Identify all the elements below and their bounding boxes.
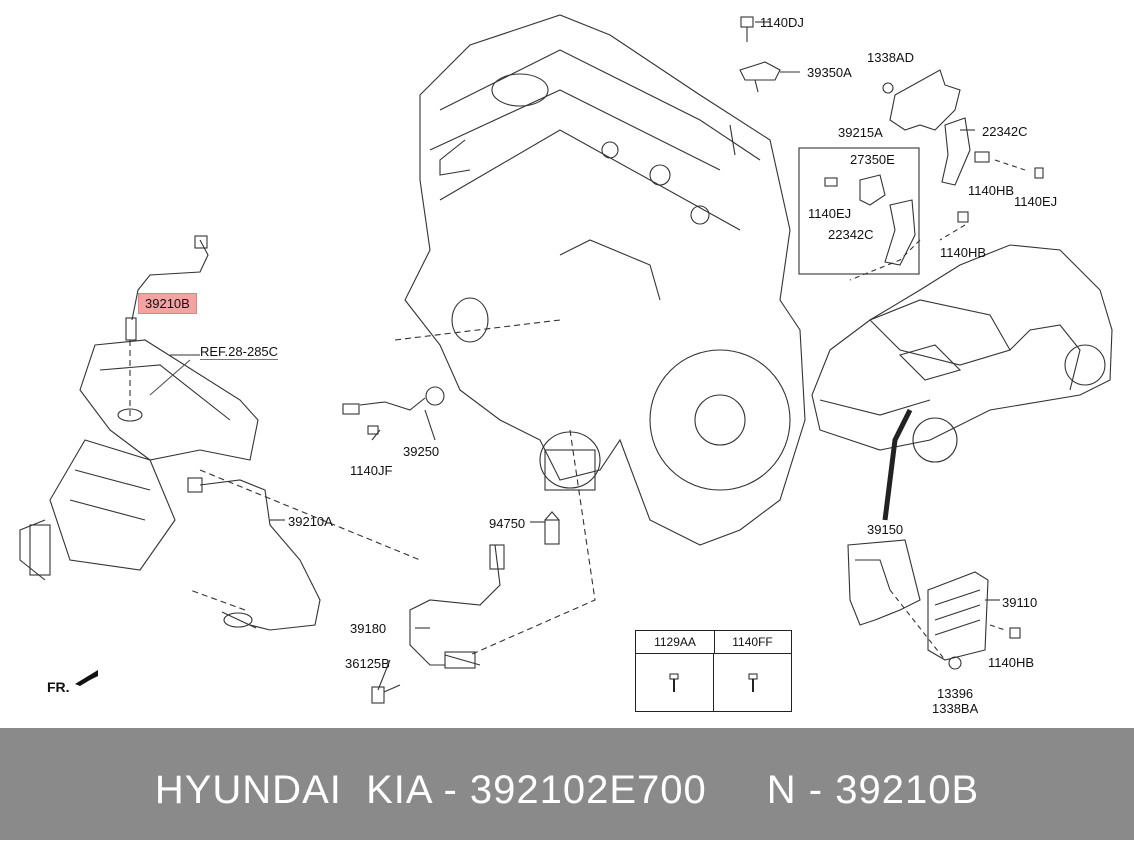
part-label-39350a[interactable]: 39350A bbox=[807, 65, 852, 80]
part-label-1140jf[interactable]: 1140JF bbox=[350, 463, 393, 478]
part-label-39150[interactable]: 39150 bbox=[867, 522, 904, 537]
bolt-icon bbox=[669, 673, 679, 692]
footer-text: HYUNDAI KIA - 392102E700 N - 39210B bbox=[0, 728, 1134, 840]
part-label-1140hb-mid[interactable]: 1140HB bbox=[940, 245, 987, 260]
parts-diagram: 1140DJ 39350A 1338AD 39215A 27350E 22342… bbox=[19, 14, 1113, 716]
front-direction-label: FR. bbox=[47, 679, 70, 695]
part-label-36125b[interactable]: 36125B bbox=[345, 656, 390, 671]
legend-col-1129aa[interactable]: 1129AA bbox=[636, 631, 715, 654]
part-label-22342c-lower[interactable]: 22342C bbox=[828, 227, 874, 242]
part-label-1140hb-lower[interactable]: 1140HB bbox=[988, 655, 1035, 670]
part-label-22342c-upper[interactable]: 22342C bbox=[982, 124, 1028, 139]
part-label-1140hb-upper[interactable]: 1140HB bbox=[968, 183, 1015, 198]
engine-illustration bbox=[19, 14, 1113, 704]
part-label-39110[interactable]: 39110 bbox=[1002, 595, 1038, 610]
bolt-icon bbox=[748, 673, 758, 692]
part-label-1338ba[interactable]: 1338BA bbox=[932, 701, 979, 716]
part-label-1140ej-right[interactable]: 1140EJ bbox=[1014, 194, 1058, 209]
reference-label[interactable]: REF.28-285C bbox=[200, 344, 279, 360]
part-label-13396[interactable]: 13396 bbox=[937, 686, 974, 701]
legend-col-1140ff[interactable]: 1140FF bbox=[714, 631, 791, 654]
part-label-1140ej-left[interactable]: 1140EJ bbox=[808, 206, 852, 221]
part-label-39210a[interactable]: 39210A bbox=[288, 514, 333, 529]
footer-brand-part-number: HYUNDAI KIA - 392102E700 bbox=[154, 768, 707, 812]
part-label-39215a[interactable]: 39215A bbox=[838, 125, 883, 140]
part-label-39180[interactable]: 39180 bbox=[350, 621, 387, 636]
part-label-1140dj[interactable]: 1140DJ bbox=[760, 15, 804, 30]
part-label-94750[interactable]: 94750 bbox=[489, 516, 526, 531]
footer-banner: HYUNDAI KIA - 392102E700 N - 39210B bbox=[0, 728, 1134, 840]
part-label-27350e[interactable]: 27350E bbox=[850, 152, 895, 167]
part-label-1338ad[interactable]: 1338AD bbox=[867, 50, 914, 65]
footer-diagram-number: N - 39210B bbox=[766, 768, 980, 812]
fastener-legend-table: 1129AA 1140FF bbox=[635, 630, 792, 712]
part-label-39210b-highlighted[interactable]: 39210B bbox=[138, 293, 197, 314]
legend-divider bbox=[713, 653, 714, 711]
part-label-39250[interactable]: 39250 bbox=[403, 444, 440, 459]
